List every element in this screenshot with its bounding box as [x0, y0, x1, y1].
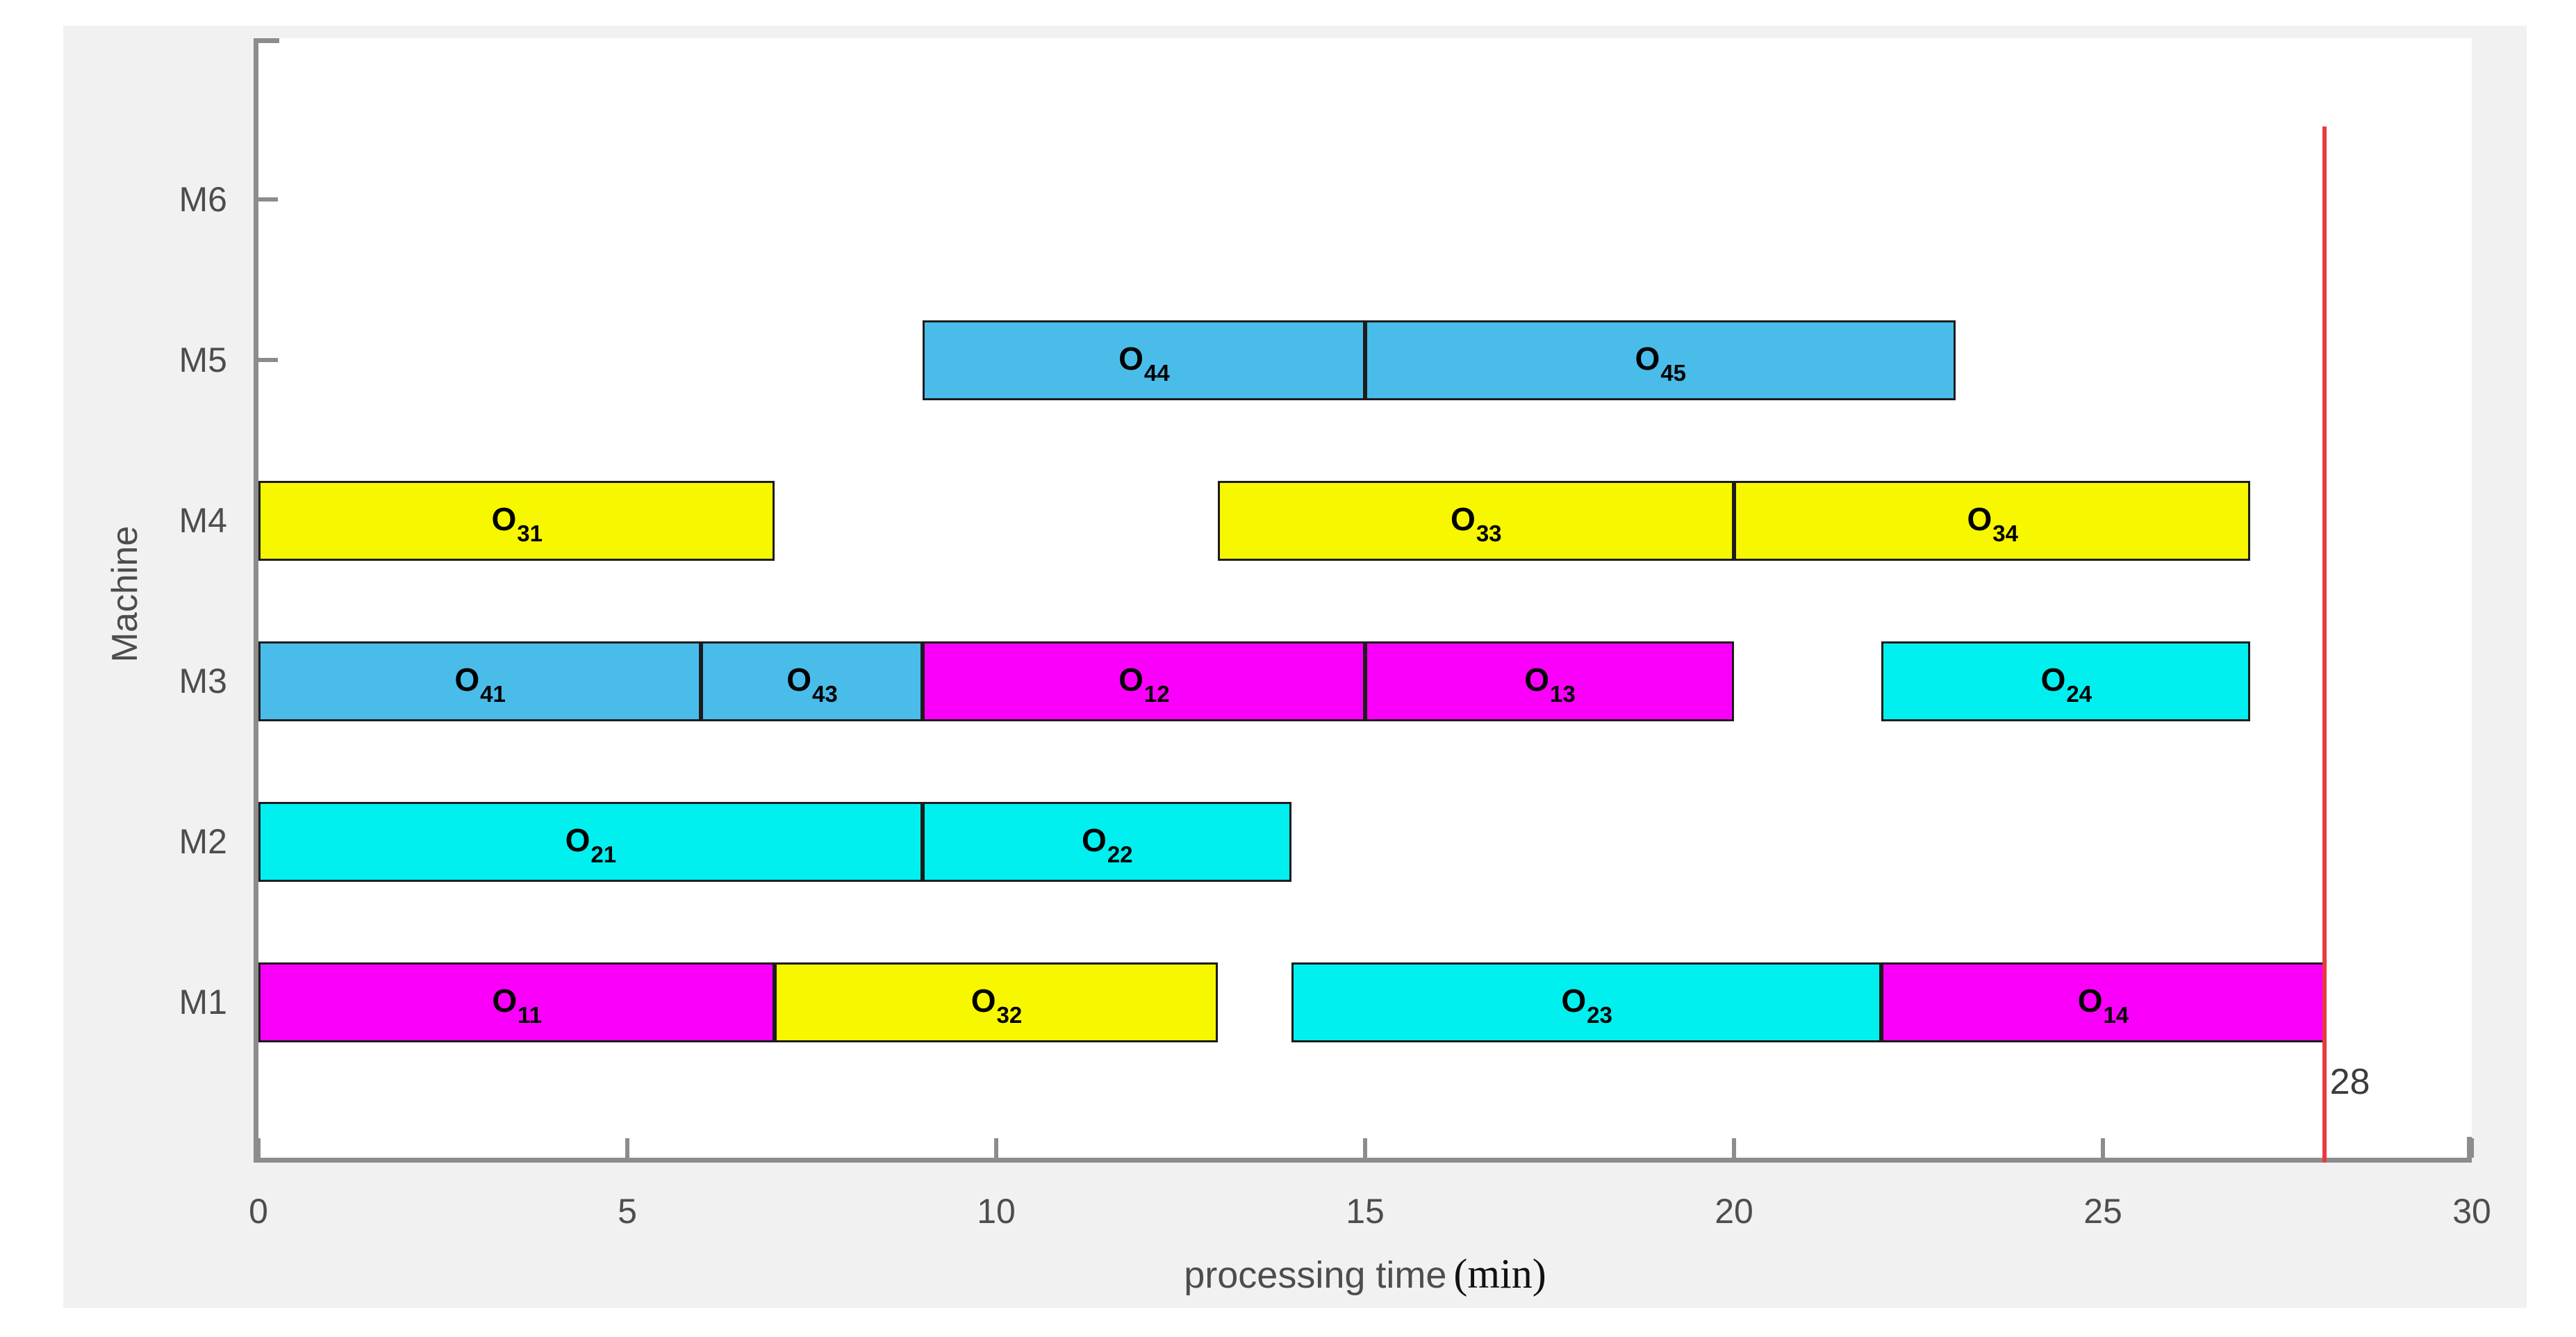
- bar-label-o13: O13: [1524, 661, 1576, 707]
- gantt-bar-o32: O32: [775, 962, 1218, 1042]
- x-tick-label-25: 25: [2083, 1192, 2122, 1231]
- y-axis-end-tick: [258, 38, 279, 43]
- x-axis-title-unit: (min): [1453, 1251, 1546, 1297]
- x-tick-label-20: 20: [1715, 1192, 1753, 1231]
- bar-label-o21: O21: [565, 821, 617, 867]
- x-tick-10: [994, 1138, 998, 1158]
- y-axis-title: Machine: [105, 525, 145, 663]
- bar-label-o31: O31: [491, 500, 543, 546]
- x-tick-label-10: 10: [977, 1192, 1016, 1231]
- gantt-bar-o13: O13: [1365, 641, 1734, 721]
- bar-label-o45: O45: [1635, 340, 1687, 386]
- machine-label-M4: M4: [179, 501, 227, 540]
- bar-label-o44: O44: [1118, 340, 1170, 386]
- gantt-bar-o45: O45: [1365, 320, 1956, 400]
- machine-label-M1: M1: [179, 983, 227, 1022]
- bar-label-o12: O12: [1118, 661, 1170, 707]
- gantt-bar-o22: O22: [922, 801, 1291, 882]
- gantt-bar-o14: O14: [1881, 962, 2325, 1042]
- x-tick-15: [1363, 1138, 1367, 1158]
- gantt-bar-o43: O43: [701, 641, 923, 721]
- x-tick-30: [2470, 1138, 2474, 1158]
- x-axis-title: processing time(min): [258, 1250, 2472, 1298]
- y-tick-M5: [258, 358, 278, 362]
- bar-label-o11: O11: [492, 982, 543, 1028]
- makespan-line: [2322, 126, 2327, 1163]
- gantt-bar-o34: O34: [1734, 480, 2251, 561]
- x-tick-0: [256, 1138, 261, 1158]
- gantt-bar-o12: O12: [922, 641, 1365, 721]
- y-tick-M6: [258, 197, 278, 202]
- gantt-bar-o24: O24: [1881, 641, 2251, 721]
- x-axis-end-tick: [2467, 1137, 2472, 1158]
- bar-label-o23: O23: [1561, 982, 1612, 1028]
- gantt-bar-o41: O41: [258, 641, 702, 721]
- gantt-bar-o21: O21: [258, 801, 923, 882]
- gantt-bar-o44: O44: [922, 320, 1365, 400]
- bar-label-o33: O33: [1451, 500, 1502, 546]
- x-tick-label-15: 15: [1346, 1192, 1385, 1231]
- x-tick-label-5: 5: [618, 1192, 637, 1231]
- machine-label-M2: M2: [179, 822, 227, 861]
- bar-label-o14: O14: [2077, 982, 2129, 1028]
- gantt-bar-o31: O31: [258, 480, 775, 561]
- x-tick-label-30: 30: [2452, 1192, 2491, 1231]
- machine-label-M5: M5: [179, 341, 227, 379]
- bar-label-o22: O22: [1082, 821, 1133, 867]
- makespan-label: 28: [2329, 1062, 2370, 1102]
- x-tick-20: [1732, 1138, 1736, 1158]
- gantt-bar-o33: O33: [1217, 480, 1734, 561]
- gantt-bar-o11: O11: [258, 962, 775, 1042]
- bar-label-o32: O32: [971, 982, 1023, 1028]
- bar-label-o24: O24: [2040, 661, 2092, 707]
- machine-label-M6: M6: [179, 180, 227, 219]
- bar-label-o43: O43: [786, 661, 838, 707]
- machine-label-M3: M3: [179, 662, 227, 700]
- x-tick-25: [2101, 1138, 2105, 1158]
- x-tick-5: [625, 1138, 629, 1158]
- bar-label-o41: O41: [454, 661, 506, 707]
- gantt-bar-o23: O23: [1291, 962, 1882, 1042]
- x-tick-label-0: 0: [249, 1192, 268, 1231]
- bar-label-o34: O34: [1967, 500, 2018, 546]
- x-axis-title-text: processing time: [1184, 1254, 1447, 1296]
